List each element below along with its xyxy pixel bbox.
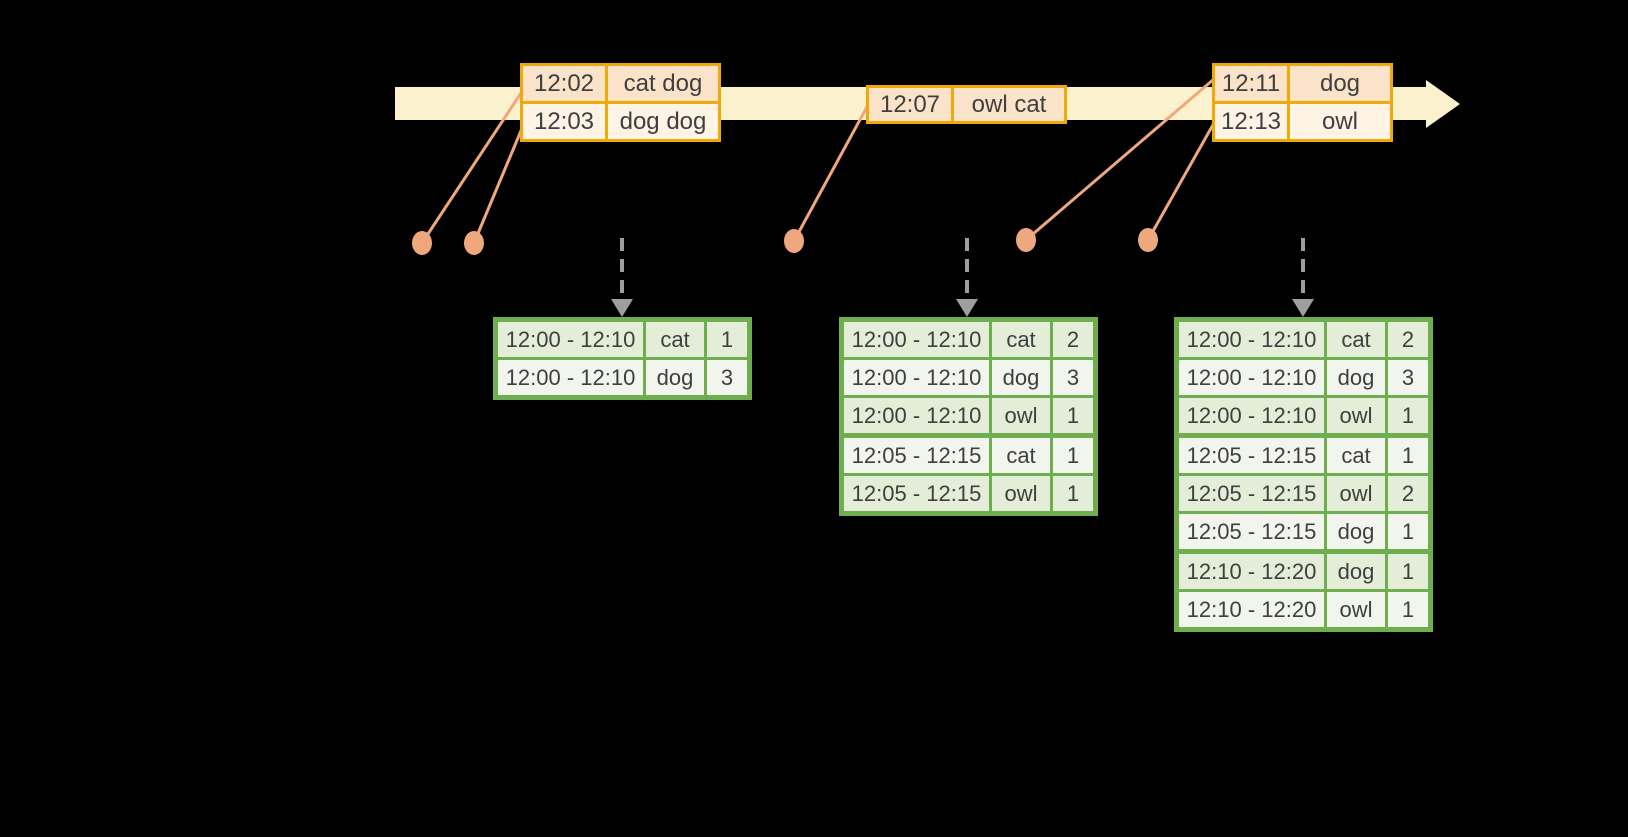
count-cell: 1 xyxy=(1388,398,1428,433)
window-cell: 12:00 - 12:10 xyxy=(498,360,643,395)
result-row: 12:00 - 12:10 cat 1 xyxy=(498,322,747,357)
window-cell: 12:00 - 12:10 xyxy=(844,322,989,357)
window-cell: 12:00 - 12:10 xyxy=(1179,398,1324,433)
count-cell: 2 xyxy=(1388,476,1428,511)
word-cell: owl xyxy=(1327,398,1385,433)
window-cell: 12:05 - 12:15 xyxy=(1179,476,1324,511)
result-row: 12:05 - 12:15 cat 1 xyxy=(844,438,1093,473)
window-cell: 12:05 - 12:15 xyxy=(844,476,989,511)
word-cell: cat xyxy=(1327,322,1385,357)
event-row: 12:07 owl cat xyxy=(869,88,1064,121)
event-table-1: 12:02 cat dog 12:03 dog dog xyxy=(520,63,721,142)
event-dot xyxy=(784,229,804,253)
window-cell: 12:00 - 12:10 xyxy=(844,398,989,433)
word-cell: dog xyxy=(646,360,704,395)
event-words-cell: owl cat xyxy=(954,88,1064,121)
event-time-cell: 12:13 xyxy=(1215,104,1287,139)
trigger-arrowhead xyxy=(611,299,633,317)
event-dot xyxy=(1016,228,1036,252)
word-cell: cat xyxy=(646,322,704,357)
window-cell: 12:00 - 12:10 xyxy=(1179,322,1324,357)
result-row: 12:00 - 12:10 dog 3 xyxy=(844,360,1093,395)
event-time-cell: 12:11 xyxy=(1215,66,1287,101)
window-cell: 12:00 - 12:10 xyxy=(1179,360,1324,395)
event-dot xyxy=(412,231,432,255)
result-row: 12:05 - 12:15 owl 1 xyxy=(844,476,1093,511)
result-row: 12:00 - 12:10 dog 3 xyxy=(498,360,747,395)
window-cell: 12:00 - 12:10 xyxy=(498,322,643,357)
count-cell: 1 xyxy=(1053,438,1093,473)
event-connector-line xyxy=(1146,122,1216,241)
event-time-cell: 12:02 xyxy=(523,66,605,101)
word-cell: owl xyxy=(992,398,1050,433)
count-cell: 1 xyxy=(1053,476,1093,511)
event-row: 12:03 dog dog xyxy=(523,104,718,139)
count-cell: 3 xyxy=(707,360,747,395)
window-cell: 12:00 - 12:10 xyxy=(844,360,989,395)
event-dot xyxy=(464,231,484,255)
event-words-cell: cat dog xyxy=(608,66,718,101)
window-cell: 12:10 - 12:20 xyxy=(1179,554,1324,589)
window-cell: 12:05 - 12:15 xyxy=(844,438,989,473)
trigger-arrowhead xyxy=(1292,299,1314,317)
event-row: 12:11 dog xyxy=(1215,66,1390,101)
event-dots xyxy=(412,228,1158,255)
window-cell: 12:10 - 12:20 xyxy=(1179,592,1324,627)
word-cell: owl xyxy=(992,476,1050,511)
result-row: 12:10 - 12:20 dog 1 xyxy=(1179,554,1428,589)
trigger-arrows xyxy=(611,238,1314,317)
result-row: 12:05 - 12:15 owl 2 xyxy=(1179,476,1428,511)
event-words-cell: dog dog xyxy=(608,104,718,139)
word-cell: cat xyxy=(992,438,1050,473)
event-table-3: 12:11 dog 12:13 owl xyxy=(1212,63,1393,142)
count-cell: 3 xyxy=(1388,360,1428,395)
result-row: 12:10 - 12:20 owl 1 xyxy=(1179,592,1428,627)
count-cell: 1 xyxy=(707,322,747,357)
result-table-2: 12:00 - 12:10 cat 2 12:00 - 12:10 dog 3 … xyxy=(839,317,1098,516)
result-row: 12:00 - 12:10 owl 1 xyxy=(844,398,1093,433)
window-cell: 12:05 - 12:15 xyxy=(1179,438,1324,473)
count-cell: 1 xyxy=(1388,438,1428,473)
event-connector-line xyxy=(472,125,525,244)
word-cell: dog xyxy=(1327,360,1385,395)
word-cell: dog xyxy=(1327,514,1385,549)
word-cell: dog xyxy=(1327,554,1385,589)
result-row: 12:05 - 12:15 cat 1 xyxy=(1179,438,1428,473)
event-words-cell: owl xyxy=(1290,104,1390,139)
result-table-1: 12:00 - 12:10 cat 1 12:00 - 12:10 dog 3 xyxy=(493,317,752,400)
result-row: 12:00 - 12:10 owl 1 xyxy=(1179,398,1428,433)
event-words-cell: dog xyxy=(1290,66,1390,101)
result-row: 12:00 - 12:10 cat 2 xyxy=(844,322,1093,357)
count-cell: 2 xyxy=(1053,322,1093,357)
event-row: 12:13 owl xyxy=(1215,104,1390,139)
event-table-2: 12:07 owl cat xyxy=(866,85,1067,124)
count-cell: 1 xyxy=(1388,514,1428,549)
event-row: 12:02 cat dog xyxy=(523,66,718,101)
window-cell: 12:05 - 12:15 xyxy=(1179,514,1324,549)
result-row: 12:00 - 12:10 cat 2 xyxy=(1179,322,1428,357)
result-row: 12:00 - 12:10 dog 3 xyxy=(1179,360,1428,395)
word-cell: dog xyxy=(992,360,1050,395)
event-connector-lines xyxy=(420,77,1216,244)
word-cell: cat xyxy=(1327,438,1385,473)
word-cell: owl xyxy=(1327,476,1385,511)
event-connector-line xyxy=(420,89,525,244)
count-cell: 1 xyxy=(1053,398,1093,433)
count-cell: 2 xyxy=(1388,322,1428,357)
word-cell: cat xyxy=(992,322,1050,357)
event-time-cell: 12:07 xyxy=(869,88,951,121)
event-dot xyxy=(1138,228,1158,252)
count-cell: 1 xyxy=(1388,554,1428,589)
trigger-arrowhead xyxy=(956,299,978,317)
count-cell: 1 xyxy=(1388,592,1428,627)
timeline-arrowhead xyxy=(1426,80,1460,128)
event-connector-line xyxy=(792,104,870,242)
word-cell: owl xyxy=(1327,592,1385,627)
event-time-cell: 12:03 xyxy=(523,104,605,139)
result-row: 12:05 - 12:15 dog 1 xyxy=(1179,514,1428,549)
result-table-3: 12:00 - 12:10 cat 2 12:00 - 12:10 dog 3 … xyxy=(1174,317,1433,632)
event-connector-line xyxy=(1025,77,1215,242)
count-cell: 3 xyxy=(1053,360,1093,395)
